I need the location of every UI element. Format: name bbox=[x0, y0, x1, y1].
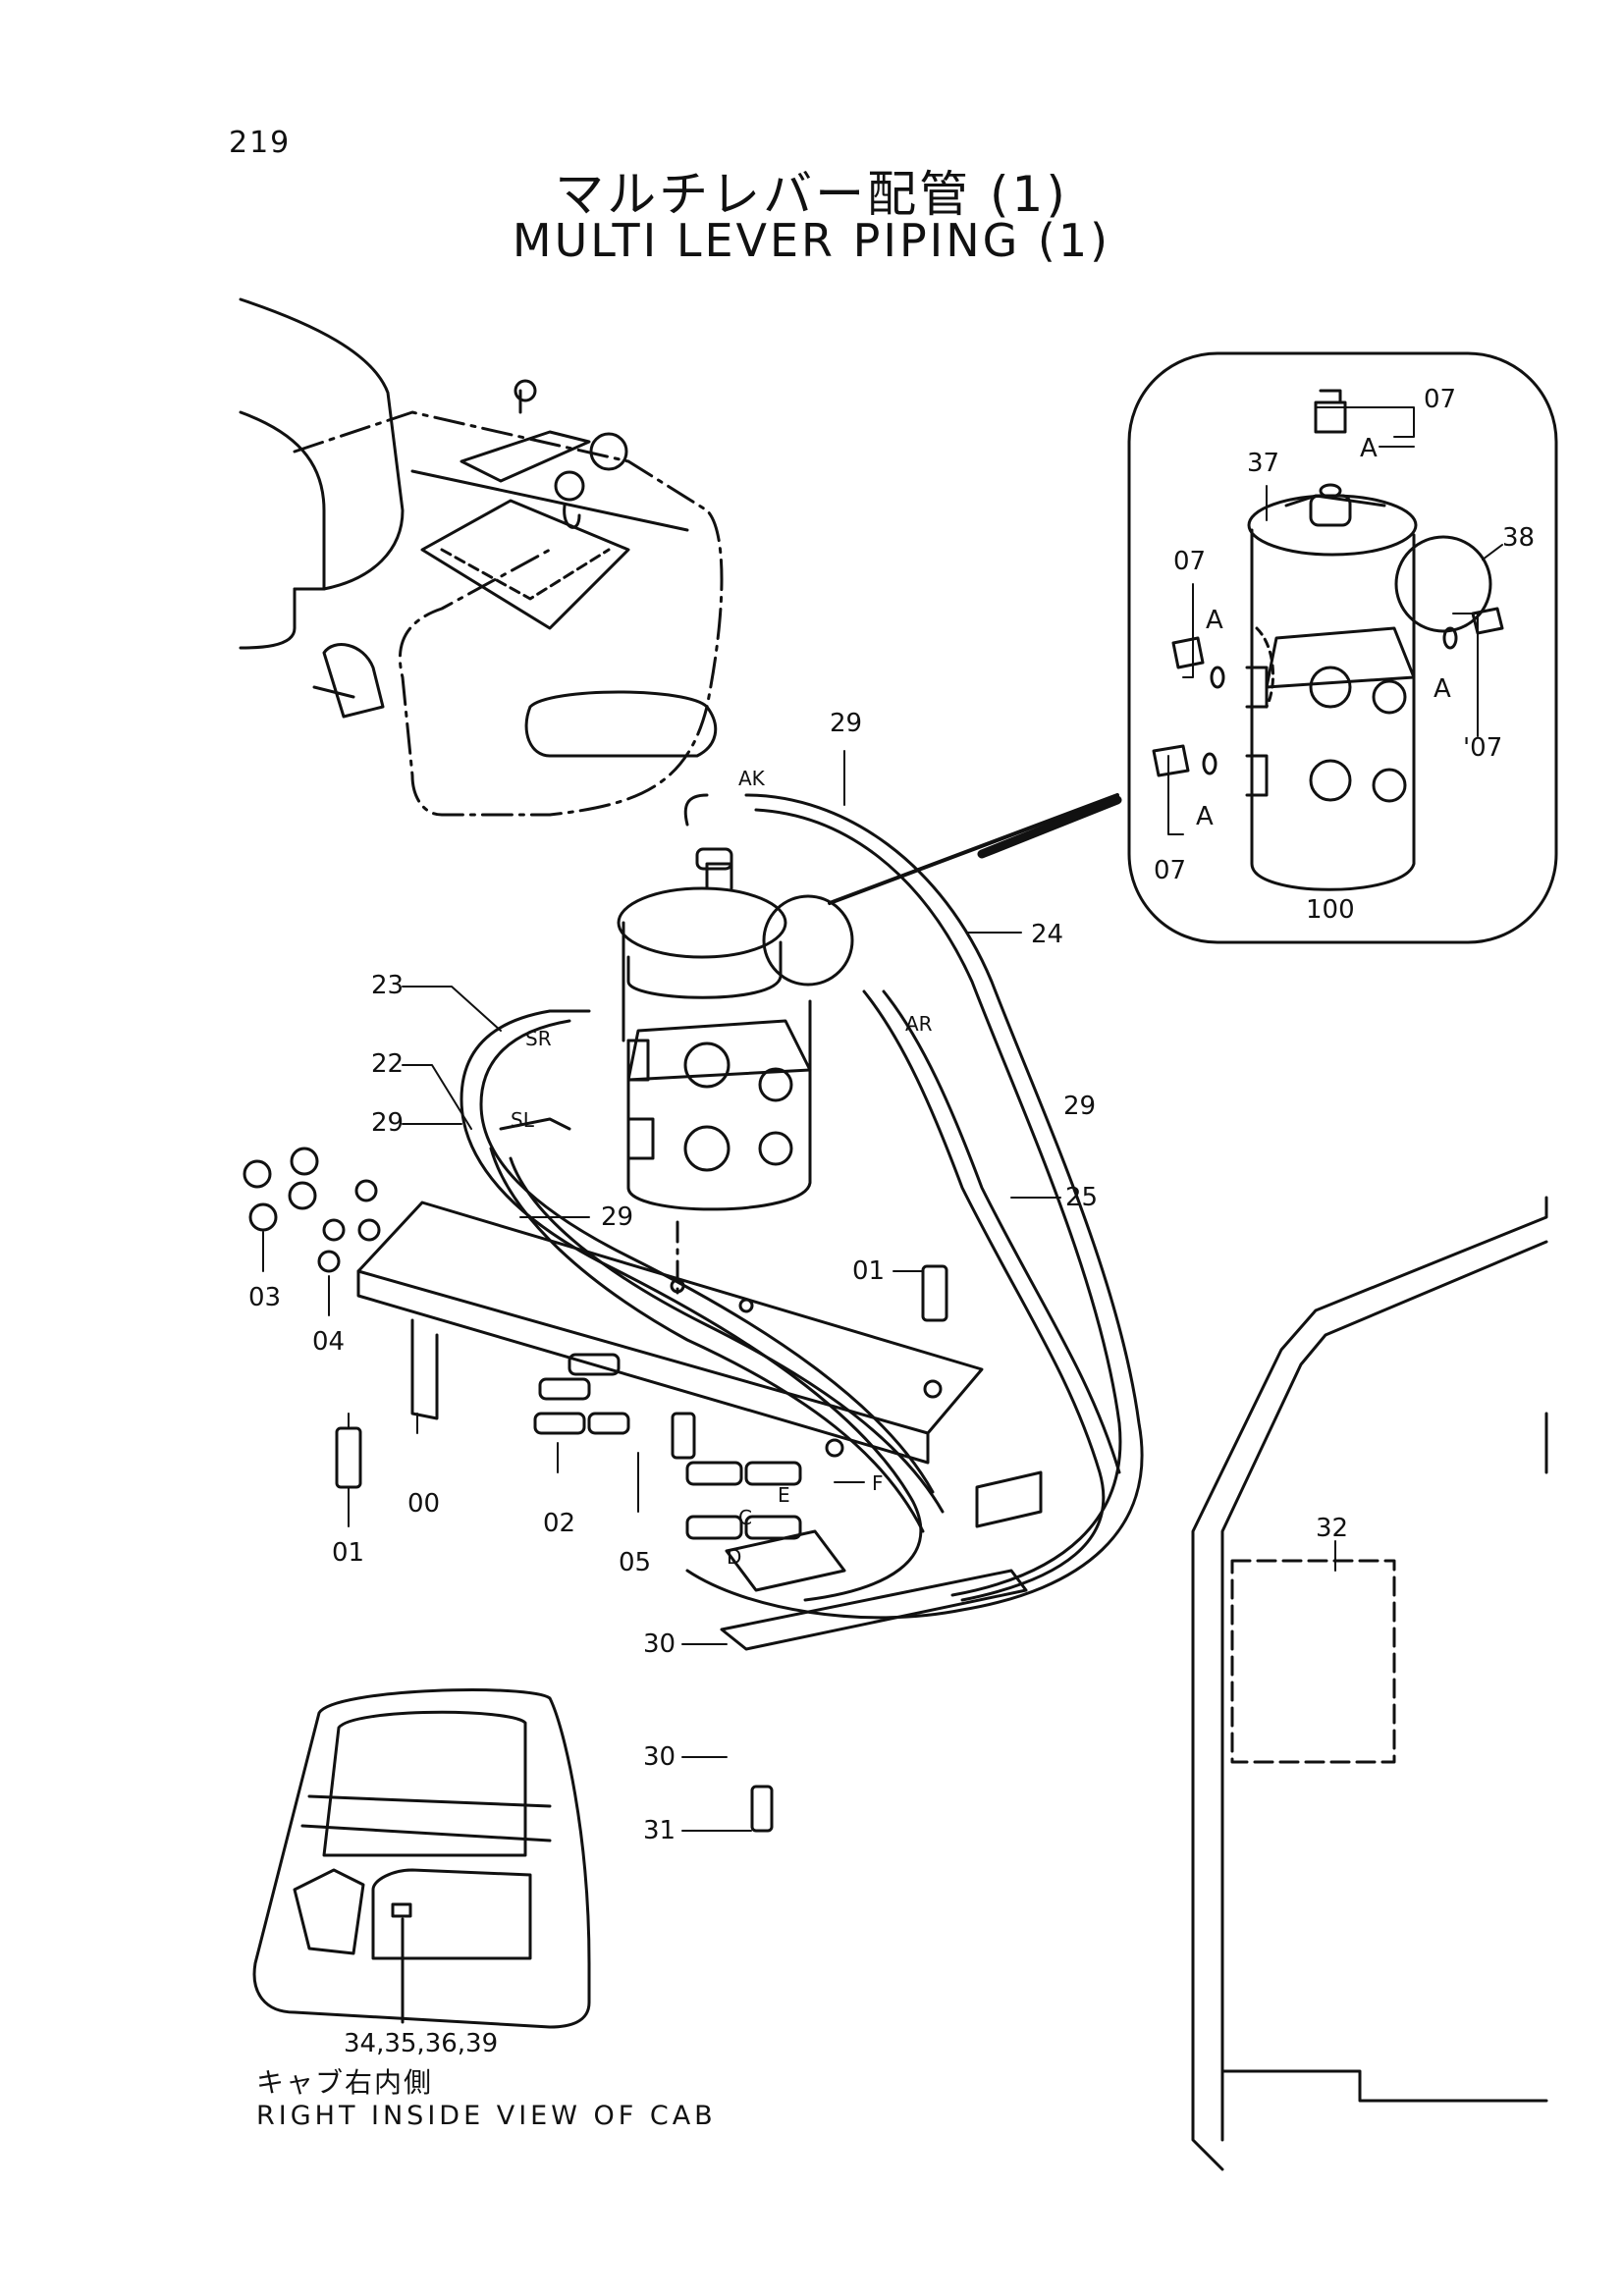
valve-detail-drawing bbox=[1152, 389, 1504, 891]
mounting-bracket-drawing bbox=[356, 1201, 1043, 1651]
callout-22: 22 bbox=[371, 1049, 404, 1079]
callout-A: A bbox=[1196, 802, 1214, 831]
callout-34-35-36-39: 34,35,36,39 bbox=[344, 2029, 498, 2058]
callout-A: A bbox=[1206, 606, 1223, 635]
title-english: MULTI LEVER PIPING (1) bbox=[512, 214, 1111, 267]
cab-inside-view-drawing bbox=[252, 1688, 591, 2029]
callout-02: 02 bbox=[543, 1509, 575, 1538]
callout-32: 32 bbox=[1316, 1514, 1348, 1543]
callout-C: C bbox=[738, 1506, 752, 1529]
title-japanese: マルチレバー配管 (1) bbox=[555, 166, 1068, 223]
callout-29: 29 bbox=[371, 1108, 404, 1138]
callout-AK: AK bbox=[738, 767, 766, 790]
callout-A: A bbox=[1360, 434, 1378, 463]
callout-25: 25 bbox=[1065, 1183, 1098, 1212]
callout-29: 29 bbox=[1063, 1092, 1096, 1121]
callout-E: E bbox=[778, 1483, 790, 1507]
callout-05: 05 bbox=[619, 1548, 651, 1577]
coupler-fittings-drawing bbox=[533, 1353, 802, 1540]
callout-07: 07 bbox=[1173, 547, 1206, 576]
caption-english: RIGHT INSIDE VIEW OF CAB bbox=[256, 2101, 717, 2131]
callout-23: 23 bbox=[371, 971, 404, 1000]
hose-lines bbox=[460, 793, 1144, 1620]
detail-inset-frame bbox=[1127, 351, 1558, 944]
callout-29: 29 bbox=[601, 1202, 633, 1232]
callout-07: '07 bbox=[1463, 733, 1502, 763]
multi-valve-drawing bbox=[617, 847, 854, 1298]
callout-30: 30 bbox=[643, 1629, 676, 1659]
callout-00: 00 bbox=[407, 1489, 440, 1519]
cab-panel-drawing bbox=[1191, 1196, 1548, 2171]
callout-SR: SR bbox=[525, 1027, 552, 1050]
callout-38: 38 bbox=[1502, 523, 1535, 553]
page-number: 219 bbox=[229, 126, 292, 160]
callout-29: 29 bbox=[830, 709, 862, 738]
callout-04: 04 bbox=[312, 1327, 345, 1357]
detail-pointer-thick bbox=[977, 795, 1122, 859]
callout-A: A bbox=[1434, 674, 1451, 704]
callout-labels: 07 A 37 38 07 A A '07 A 07 100 29 AK 24 … bbox=[248, 385, 1535, 2058]
callout-AR: AR bbox=[905, 1012, 933, 1036]
callout-31: 31 bbox=[643, 1816, 676, 1845]
callout-01: 01 bbox=[332, 1538, 364, 1568]
caption-japanese: キャブ右内側 bbox=[256, 2066, 434, 2099]
detail-pointer-line bbox=[828, 793, 1119, 905]
callout-07: 07 bbox=[1424, 385, 1456, 414]
callout-07: 07 bbox=[1154, 856, 1186, 885]
callout-100: 100 bbox=[1306, 895, 1355, 925]
hardware-drawing bbox=[243, 1147, 948, 1833]
callout-SL: SL bbox=[511, 1108, 535, 1132]
leader-lines bbox=[262, 406, 1503, 1832]
cab-console-drawing bbox=[239, 297, 724, 817]
callout-F: F bbox=[872, 1471, 884, 1495]
callout-01: 01 bbox=[852, 1256, 885, 1286]
callout-30: 30 bbox=[643, 1742, 676, 1772]
callout-03: 03 bbox=[248, 1283, 281, 1312]
callout-D: D bbox=[727, 1545, 741, 1569]
callout-24: 24 bbox=[1031, 920, 1063, 949]
callout-37: 37 bbox=[1247, 449, 1279, 478]
